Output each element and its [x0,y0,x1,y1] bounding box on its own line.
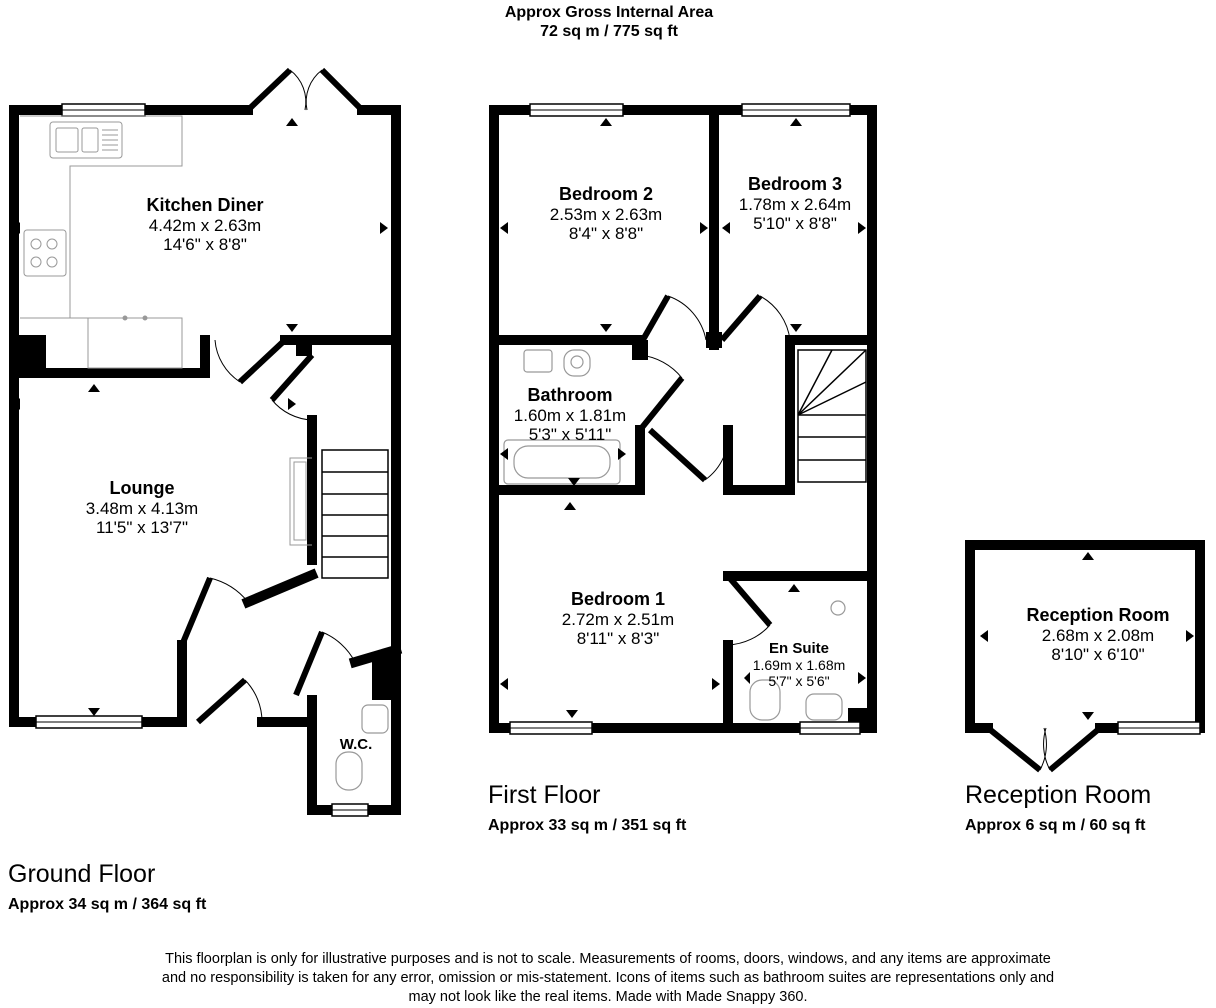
room-name: En Suite [768,640,830,657]
room-label-bathroom: Bathroom 1.60m x 1.81m 5'3" x 5'11" [514,385,626,445]
first-floor-name: First Floor [488,781,601,809]
first-floor-area: Approx 33 sq m / 351 sq ft [488,817,687,834]
sanitary-ware [335,349,846,791]
room-name: Bedroom 2 [558,184,654,204]
room-metric: 1.60m x 1.81m [513,405,627,425]
reception-floor-name: Reception Room [965,781,1152,809]
room-imperial: 14'6" x 8'8" [163,235,247,255]
disclaimer-line: This floorplan is only for illustrative … [165,951,1051,967]
room-metric: 2.53m x 2.63m [549,204,663,224]
room-name: Bedroom 1 [570,589,666,609]
room-imperial: 8'10" x 6'10" [1051,645,1145,665]
disclaimer: This floorplan is only for illustrative … [108,950,1108,1007]
room-imperial: 5'7" x 5'6" [768,673,830,690]
gross-area-header: Approx Gross Internal Area 72 sq m / 775… [505,3,713,41]
room-metric: 2.72m x 2.51m [561,609,675,629]
room-metric: 2.68m x 2.08m [1041,625,1155,645]
room-label-bedroom-1: Bedroom 1 2.72m x 2.51m 8'11" x 8'3" [562,589,674,649]
reception-floor-area: Approx 6 sq m / 60 sq ft [965,817,1146,834]
dimension-arrows [14,118,1194,720]
room-imperial: 8'11" x 8'3" [576,629,660,649]
room-metric: 1.78m x 2.64m [738,194,852,214]
reception-room-walls [965,540,1205,733]
room-label-lounge: Lounge 3.48m x 4.13m 11'5" x 13'7" [86,478,198,538]
gross-area-value: 72 sq m / 775 sq ft [540,23,678,40]
first-floor-walls [489,105,877,733]
ground-floor-name: Ground Floor [8,860,156,888]
stairs [321,349,867,579]
gross-area-title: Approx Gross Internal Area [504,4,714,21]
ground-floor-walls [9,105,403,815]
kitchen-fittings [20,115,312,546]
room-name: Kitchen Diner [146,195,264,215]
room-label-bedroom-3: Bedroom 3 1.78m x 2.64m 5'10" x 8'8" [739,174,851,234]
room-imperial: 11'5" x 13'7" [96,518,188,538]
room-imperial: 8'4" x 8'8" [568,224,644,244]
room-label-wc: W.C. [340,736,373,753]
room-name: Bathroom [527,385,613,405]
room-imperial: 5'10" x 8'8" [753,214,837,234]
room-name: Lounge [109,478,175,498]
room-metric: 4.42m x 2.63m [148,215,262,235]
disclaimer-line: and no responsibility is taken for any e… [161,970,1055,986]
room-metric: 1.69m x 1.68m [752,657,846,674]
room-name: Bedroom 3 [747,174,843,194]
room-label-en-suite: En Suite 1.69m x 1.68m 5'7" x 5'6" [753,640,846,689]
room-name: W.C. [339,736,373,753]
room-metric: 3.48m x 4.13m [85,498,199,518]
room-imperial: 5'3" x 5'11" [528,425,612,445]
room-label-bedroom-2: Bedroom 2 2.53m x 2.63m 8'4" x 8'8" [550,184,662,244]
room-label-reception-room: Reception Room 2.68m x 2.08m 8'10" x 6'1… [1026,605,1169,665]
disclaimer-line: may not look like the real items. Made w… [408,989,808,1005]
room-name: Reception Room [1026,605,1170,625]
ground-floor-area: Approx 34 sq m / 364 sq ft [8,896,207,913]
room-label-kitchen-diner: Kitchen Diner 4.42m x 2.63m 14'6" x 8'8" [146,195,263,255]
